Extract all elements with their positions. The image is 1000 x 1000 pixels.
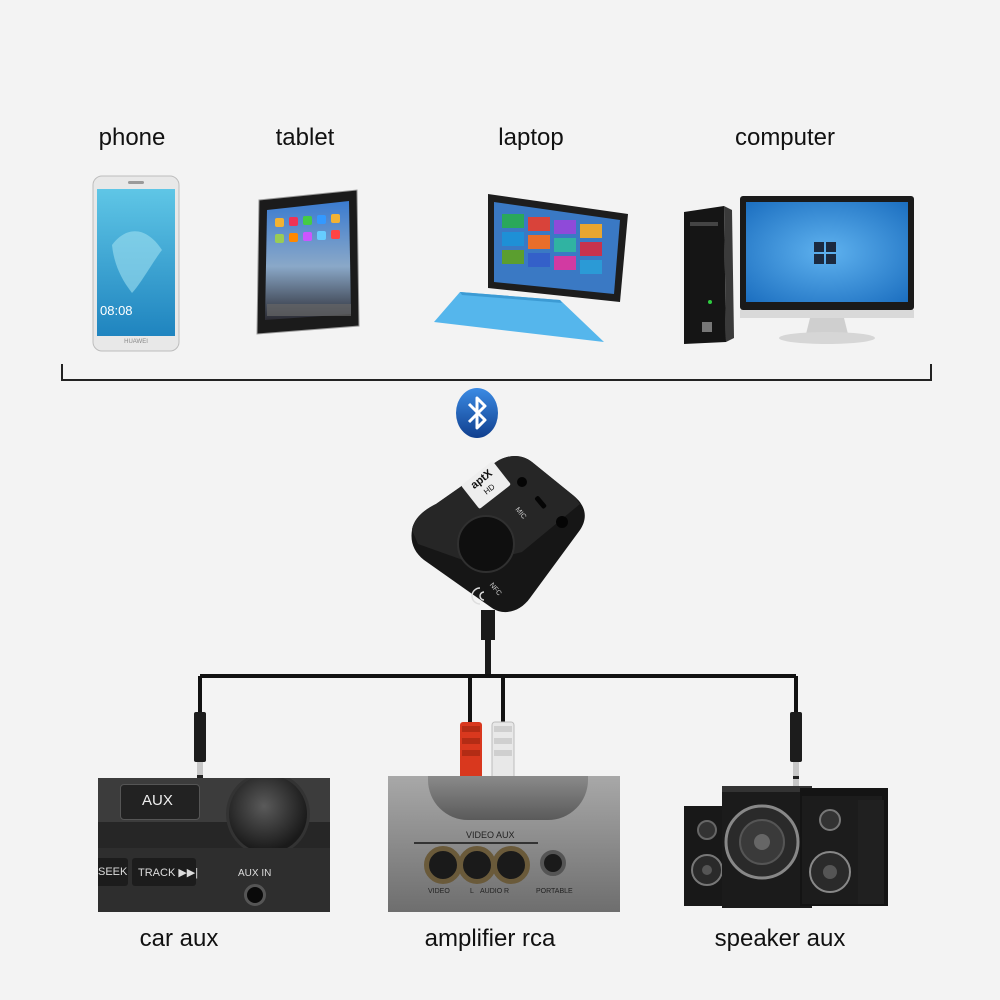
amp-jack-l <box>458 846 496 884</box>
label-speaker-aux: speaker aux <box>714 925 846 952</box>
phone-device: 08:08 HUAWEI <box>92 175 180 352</box>
source-bracket <box>61 364 932 381</box>
car-aux-button <box>120 784 200 820</box>
speaker-illustration <box>684 786 888 908</box>
amp-jack-r <box>492 846 530 884</box>
amplifier-rca-panel: VIDEO AUX VIDEO L AUDIO R PORTABLE <box>388 776 620 912</box>
car-aux-plug <box>194 712 206 762</box>
car-aux-panel: AUX SEEK TRACK ▶▶| AUX IN <box>98 778 330 912</box>
nfc-icon <box>471 587 485 605</box>
speaker-set <box>682 780 902 910</box>
bluetooth-icon <box>456 388 498 438</box>
phone-screen-time: 08:08 <box>100 303 133 318</box>
laptop-device <box>430 192 630 350</box>
receiver-illustration <box>411 456 585 613</box>
label-computer: computer <box>734 124 836 151</box>
cable-harness <box>194 610 802 812</box>
computer-illustration <box>684 196 914 344</box>
amp-audio-text: AUDIO <box>480 888 503 895</box>
tablet-device <box>253 188 361 336</box>
car-track-text: TRACK ▶▶| <box>138 867 199 879</box>
phone-brand: HUAWEI <box>124 339 148 345</box>
label-phone: phone <box>98 124 166 151</box>
laptop-illustration <box>434 194 628 342</box>
car-knob <box>226 778 310 856</box>
windows-logo-icon <box>814 242 836 264</box>
amp-portable-text: PORTABLE <box>536 888 573 895</box>
amp-jack-video <box>424 846 462 884</box>
amp-jack-portable <box>540 850 566 876</box>
label-car-aux: car aux <box>139 925 219 952</box>
tablet-illustration <box>256 189 360 335</box>
amp-header-text: VIDEO AUX <box>466 830 515 840</box>
label-laptop: laptop <box>498 124 564 151</box>
amp-l-text: L <box>470 888 474 895</box>
bluetooth-receiver: aptX HD MIC NFC <box>404 452 588 620</box>
phone-illustration <box>92 175 180 352</box>
label-amplifier-rca: amplifier rca <box>424 925 556 952</box>
amp-video-text: VIDEO <box>428 888 450 895</box>
speaker-aux-plug <box>790 712 802 762</box>
car-seek-text: SEEK <box>98 866 128 878</box>
amp-r-text: R <box>504 888 510 895</box>
car-aux-in-jack <box>244 884 266 906</box>
car-aux-text: AUX <box>142 792 173 809</box>
car-aux-in-text: AUX IN <box>238 868 272 879</box>
computer-device <box>680 192 920 352</box>
main-plug-body <box>481 610 495 640</box>
label-tablet: tablet <box>275 124 335 151</box>
